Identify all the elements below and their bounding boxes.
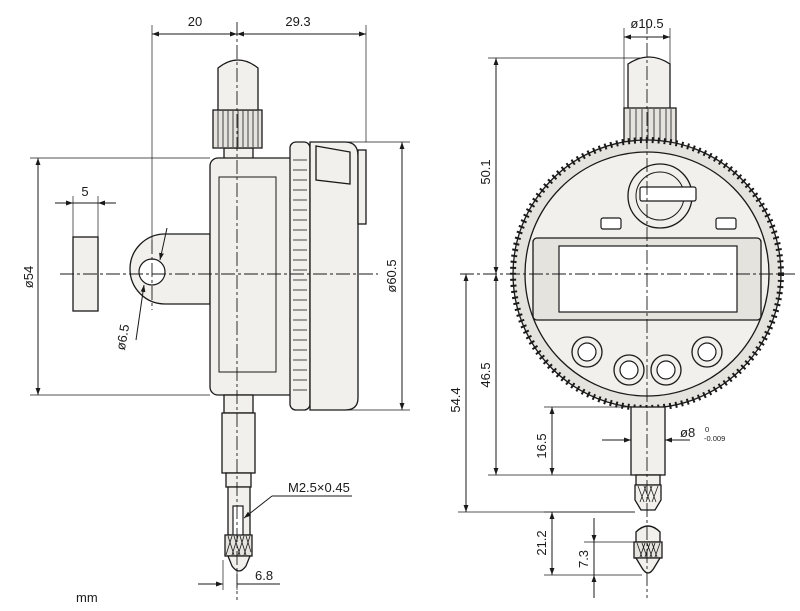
dim-tol-upper: 0 (705, 425, 709, 434)
front-view: ø10.5 50.1 46.5 54.4 16.5 (448, 16, 795, 598)
contact-point-tip (634, 557, 662, 574)
dim-label-7-3: 7.3 (576, 550, 591, 568)
cap-knob-side (315, 145, 351, 185)
dim-label-54-4: 54.4 (448, 387, 463, 412)
button-1 (577, 342, 597, 362)
dimension-top: 20 29.3 (151, 14, 367, 240)
contact-tip (227, 555, 251, 572)
button-4 (697, 342, 717, 362)
contact-point-top (635, 525, 661, 543)
bezel-knurl-lines (293, 159, 307, 391)
dim-label-o10-5: ø10.5 (630, 16, 663, 31)
contact-point-knurl-lines (636, 542, 661, 558)
knurled-cap-ring (212, 109, 263, 149)
side-view: 20 29.3 5 ø54 ø6.5 (21, 14, 410, 600)
dim-label-thread: M2.5×0.45 (288, 480, 350, 495)
thread-detail (232, 505, 244, 537)
dimension-tip: 6.8 (198, 560, 280, 590)
dimension-stem-height: 46.5 (478, 274, 631, 476)
dim-label-5: 5 (81, 184, 88, 199)
dim-label-16-5: 16.5 (534, 433, 549, 458)
stem-lower-collar (223, 394, 254, 414)
spindle-neck (225, 472, 252, 488)
dimension-thread: M2.5×0.45 (243, 480, 352, 519)
dim-label-21-2: 21.2 (534, 530, 549, 555)
body-inner-frame (218, 176, 277, 373)
dim-label-29-3: 29.3 (285, 14, 310, 29)
dim-label-20: 20 (188, 14, 202, 29)
units-label: mm (76, 590, 98, 605)
stem-cap (217, 59, 259, 111)
dimension-stem-length: 16.5 (534, 406, 631, 475)
small-button-right (715, 217, 737, 230)
dimension-top-height: 50.1 (478, 57, 640, 274)
cap-knob-edge (357, 149, 367, 225)
cap-knurl-lines (217, 111, 259, 147)
dim-tol-lower: -0.009 (704, 434, 725, 443)
dimension-cap-diameter: ø10.5 (623, 16, 671, 108)
dimension-lug-width: 5 (55, 184, 116, 237)
dim-label-6-8: 6.8 (255, 568, 273, 583)
dimension-body-diameter: ø54 (21, 157, 210, 396)
small-button-left (600, 217, 622, 230)
dimension-stem-diameter: ø8 0 -0.009 (602, 425, 725, 443)
dim-label-o60-5: ø60.5 (384, 259, 399, 292)
dimension-hole-diameter: ø6.5 (113, 227, 168, 351)
gauge-body-side (209, 157, 298, 396)
dimension-tip-length: 7.3 (576, 518, 634, 598)
front-buttons (571, 336, 723, 386)
front-stem-cap (627, 56, 671, 111)
front-spindle (630, 406, 666, 476)
dim-label-50-1: 50.1 (478, 159, 493, 184)
button-3 (656, 360, 676, 380)
mounting-lug (129, 233, 211, 305)
dimension-bezel-diameter: ø60.5 (310, 141, 410, 411)
dim-label-o8: ø8 (680, 425, 695, 440)
dim-label-o6-5: ø6.5 (113, 323, 132, 351)
stem-spindle (221, 412, 256, 474)
dim-label-46-5: 46.5 (478, 362, 493, 387)
lcd-display (558, 245, 738, 313)
button-2 (619, 360, 639, 380)
clamp-lever (639, 186, 697, 202)
dim-label-o54: ø54 (21, 266, 36, 288)
front-spindle-neck (635, 474, 661, 486)
